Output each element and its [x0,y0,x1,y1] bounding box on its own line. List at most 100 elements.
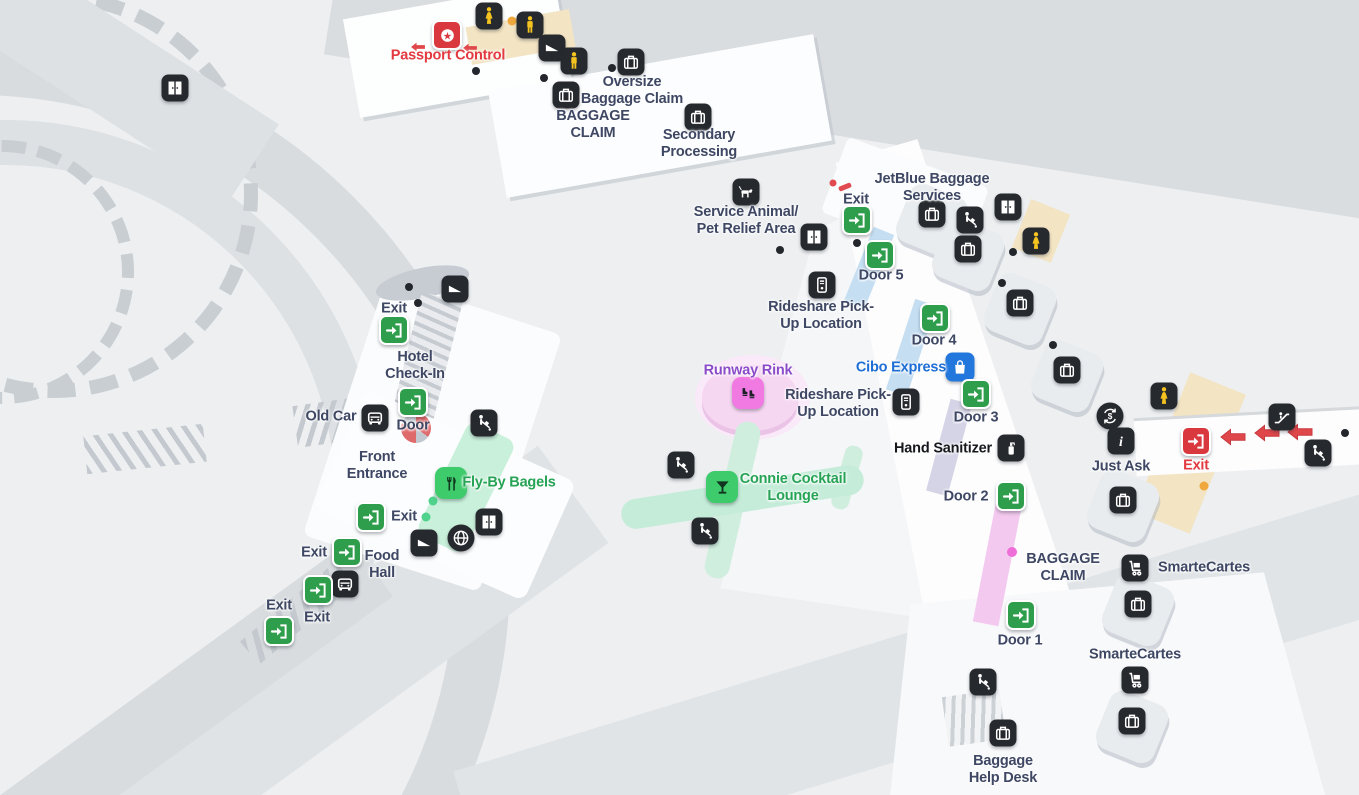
exit-icon[interactable] [865,240,895,270]
baggage-icon[interactable] [1124,590,1152,618]
rideshare-pickup-2-label: Rideshare Pick- Up Location [785,387,891,420]
cart-icon[interactable] [1121,666,1149,694]
exit-icon[interactable] [303,575,333,605]
exit-direction-arrow-icon [463,43,478,53]
rideshare-sign-icon[interactable] [808,271,836,299]
dot-marker [405,283,413,291]
exit-icon[interactable] [842,205,872,235]
baggage-icon[interactable] [552,81,580,109]
dot-marker [1049,341,1057,349]
passport-stamp-icon[interactable]: ★ [432,20,462,50]
martini-icon[interactable] [706,471,738,503]
restroom-woman-icon[interactable] [1022,227,1050,255]
fly-by-bagels-label: Fly-By Bagels [462,474,556,491]
door-3-label: Door 3 [953,409,999,426]
baggage-icon[interactable] [1006,289,1034,317]
just-ask-label: Just Ask [1091,458,1151,475]
escalator-icon[interactable] [1268,403,1296,431]
cart-icon[interactable] [1121,554,1149,582]
elevator-icon[interactable] [994,193,1022,221]
dot-red-marker [829,179,837,187]
exit-right-label: Exit [1183,457,1209,474]
smartecartes-2-label: SmarteCartes [1089,646,1181,663]
svg-text:i: i [1119,435,1123,450]
exit-icon[interactable] [332,537,362,567]
restroom-man-icon[interactable] [516,11,544,39]
door-5-label: Door 5 [858,267,904,284]
dot-marker [853,239,861,247]
revolving-marker [401,413,431,443]
person-cart-icon[interactable] [1304,439,1332,467]
person-cart-icon[interactable] [691,517,719,545]
exit-icon[interactable] [398,387,428,417]
sanitizer-icon[interactable] [997,434,1025,462]
skates-icon[interactable] [732,377,764,409]
car-icon[interactable] [331,570,359,598]
dot-marker [998,279,1006,287]
baggage-icon[interactable] [1118,707,1146,735]
dog-icon[interactable] [732,178,760,206]
old-car-label: Old Car [305,408,357,425]
connie-cocktail-lounge-label: Connie Cocktail Lounge [739,471,847,504]
dot-mint-marker [428,496,438,506]
ramp-icon[interactable] [410,529,438,557]
svg-text:$: $ [1108,411,1113,421]
exit-icon[interactable] [961,379,991,409]
car-icon[interactable] [361,404,389,432]
exit-hotel-label: Exit [381,300,407,317]
exit-direction-arrow-icon [411,42,426,52]
baggage-icon[interactable] [1053,356,1081,384]
food-hall-label: Food Hall [364,548,400,581]
baggage-claim-right-label: BAGGAGE CLAIM [1026,551,1100,584]
baggage-icon[interactable] [954,235,982,263]
restroom-woman-icon[interactable] [475,2,503,30]
dot-marker [414,299,422,307]
bag-shop-icon[interactable] [945,352,975,382]
service-animal-label: Service Animal/ Pet Relief Area [693,204,799,237]
baggage-icon[interactable] [918,200,946,228]
person-cart-icon[interactable] [969,668,997,696]
globe-icon[interactable] [447,524,475,552]
exit-icon[interactable] [996,481,1026,511]
exit-icon[interactable] [356,502,386,532]
door-1-label: Door 1 [997,632,1043,649]
rideshare-sign-icon[interactable] [892,388,920,416]
restroom-woman-icon[interactable] [1150,382,1178,410]
jetblue-baggage-services-label: JetBlue Baggage Services [874,171,990,204]
utensils-icon[interactable] [435,467,467,499]
exit-icon[interactable] [920,303,950,333]
door-4-label: Door 4 [911,332,957,349]
elevator-icon[interactable] [800,223,828,251]
elevator-icon[interactable] [161,74,189,102]
dot-marker [776,246,784,254]
smartecartes-1-label: SmarteCartes [1158,559,1250,576]
dot-marker [1009,248,1017,256]
oversize-baggage-claim-label: Oversize Baggage Claim [580,74,684,107]
baggage-icon[interactable] [1109,486,1137,514]
person-cart-icon[interactable] [956,206,984,234]
elevator-icon[interactable] [475,508,503,536]
baggage-icon[interactable] [989,719,1017,747]
exit-mid-label: Exit [391,508,417,525]
front-entrance-label: Front Entrance [346,449,408,482]
passport-control-label: Passport Control [390,47,506,64]
person-cart-icon[interactable] [667,451,695,479]
cibo-express-label: Cibo Express [855,359,947,376]
info-icon[interactable]: i [1107,427,1135,455]
exit-left-1-label: Exit [301,544,327,561]
exit-icon[interactable] [379,315,409,345]
exit-red-icon[interactable] [1181,426,1211,456]
svg-text:★: ★ [442,30,451,42]
ramp-icon[interactable] [441,275,469,303]
person-cart-icon[interactable] [470,409,498,437]
exit-icon[interactable] [1006,600,1036,630]
exit-icon[interactable] [264,616,294,646]
currency-icon[interactable]: $ [1096,402,1124,430]
baggage-icon[interactable] [684,103,712,131]
door-2-label: Door 2 [943,488,989,505]
restroom-man-icon[interactable] [560,47,588,75]
exit-left-2-label: Exit [266,597,292,614]
exit-jetblue-label: Exit [843,191,869,208]
baggage-icon[interactable] [617,48,645,76]
